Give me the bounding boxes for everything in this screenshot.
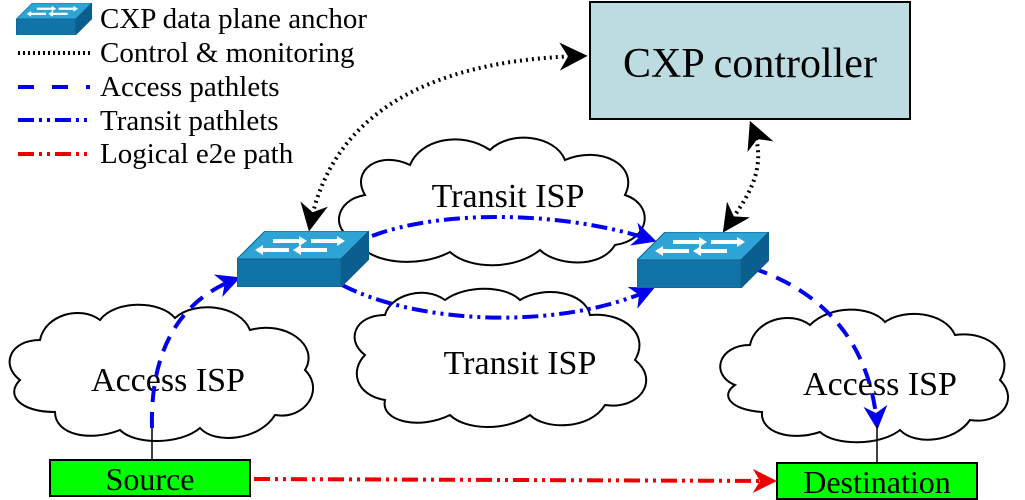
transit-isp-top-label: Transit ISP <box>432 178 585 215</box>
legend: CXP data plane anchor Control & monitori… <box>16 3 367 170</box>
destination-box <box>776 462 978 500</box>
cxp-controller-box <box>589 1 911 120</box>
access-pathlet-left <box>149 274 241 429</box>
cloud-access-right <box>719 308 1010 444</box>
transit-isp-bottom-label: Transit ISP <box>444 345 597 382</box>
source-box <box>49 459 251 497</box>
control-link-left <box>300 42 588 232</box>
network-switch-icon <box>237 231 369 287</box>
legend-switch-icon <box>16 3 92 35</box>
legend-control-label: Control & monitoring <box>100 37 355 69</box>
destination-label: Destination <box>803 464 951 500</box>
transit-pathlet-top <box>371 215 657 246</box>
legend-access-label: Access pathlets <box>100 71 280 103</box>
transit-pathlet-bottom <box>341 283 655 320</box>
access-pathlet-right <box>751 266 888 430</box>
source-label: Source <box>106 461 195 497</box>
access-isp-left-label: Access ISP <box>91 362 245 399</box>
logical-e2e-path <box>253 468 777 493</box>
cloud-transit-bottom <box>353 287 648 428</box>
cxp-controller-label: CXP controller <box>623 41 877 87</box>
cloud-access-left <box>8 303 315 442</box>
legend-logical-label: Logical e2e path <box>100 138 294 170</box>
legend-transit-label: Transit pathlets <box>100 105 279 137</box>
control-link-right <box>722 120 774 233</box>
legend-anchor-label: CXP data plane anchor <box>100 3 367 35</box>
access-isp-right-label: Access ISP <box>803 366 957 403</box>
network-switch-icon <box>637 232 769 288</box>
